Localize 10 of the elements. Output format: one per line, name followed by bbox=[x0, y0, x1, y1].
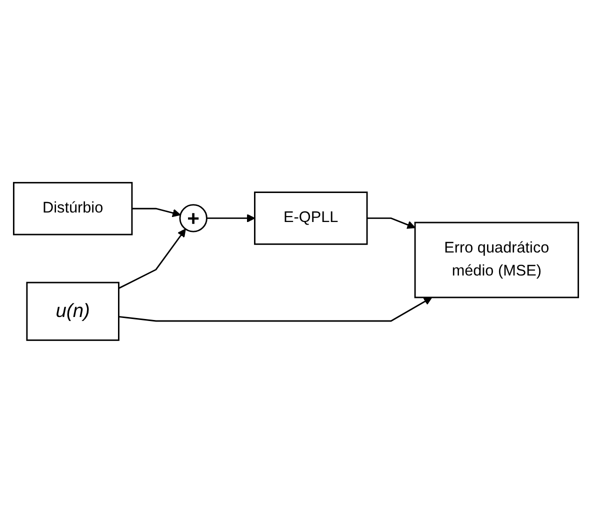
arrow bbox=[118, 296, 432, 322]
node-circle: + bbox=[179, 204, 208, 232]
arrow bbox=[132, 207, 181, 217]
node-box: E-QPLL bbox=[254, 191, 368, 244]
node-box: Erro quadrático médio (MSE) bbox=[414, 221, 580, 298]
arrow bbox=[118, 228, 186, 289]
arrow bbox=[206, 214, 256, 222]
node-box: Distúrbio bbox=[12, 182, 133, 235]
node-box: u(n) bbox=[26, 281, 120, 340]
arrow bbox=[367, 217, 416, 228]
